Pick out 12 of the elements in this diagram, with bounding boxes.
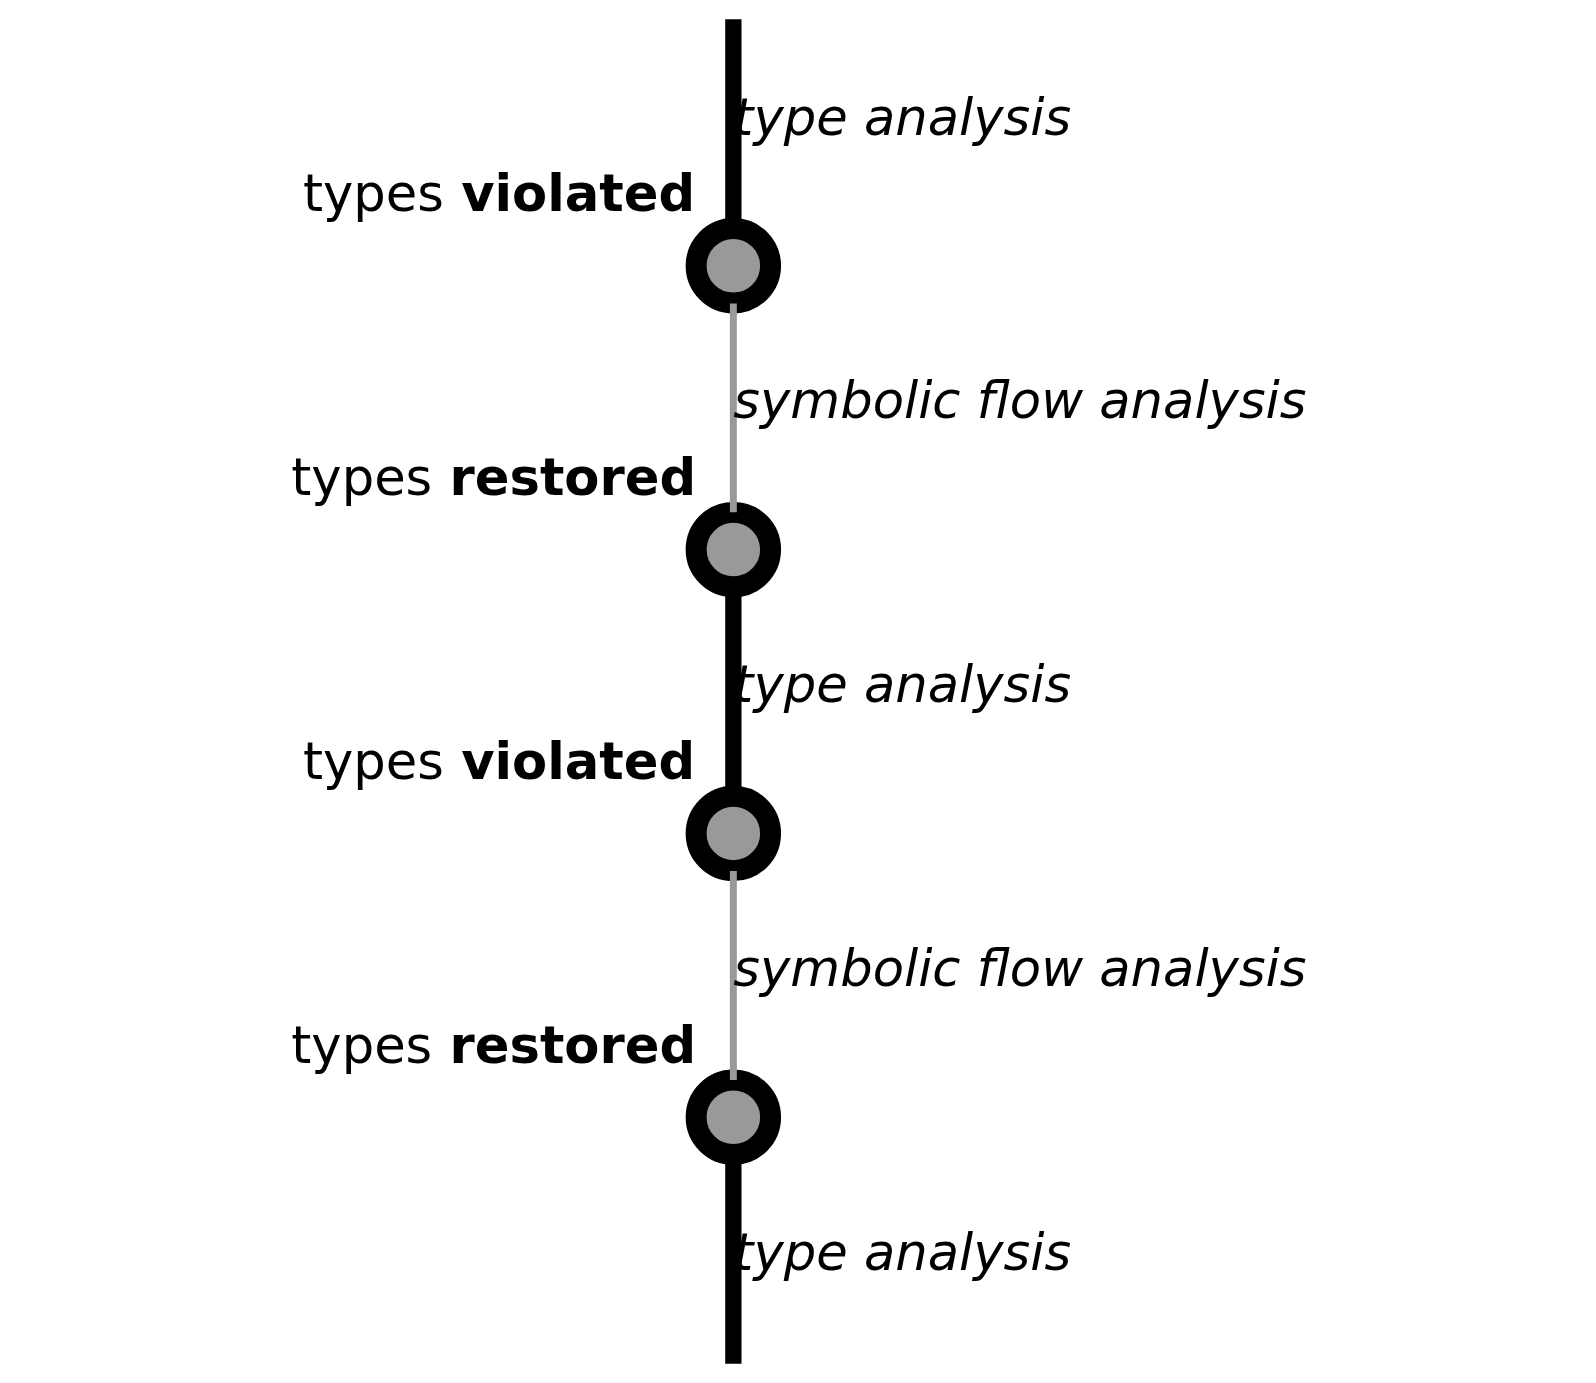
- node-label: types violated: [302, 730, 695, 791]
- connector: [729, 303, 737, 513]
- node-circle: [685, 785, 781, 882]
- connector: [729, 871, 737, 1080]
- edge-label: symbolic flow analysis: [732, 938, 1306, 999]
- node-label: types restored: [290, 447, 696, 508]
- node-circle: [685, 1069, 781, 1165]
- node-circle: [685, 218, 781, 314]
- edge-label: symbolic flow analysis: [732, 370, 1306, 431]
- node-circle: [685, 501, 781, 598]
- node-label: types violated: [302, 163, 695, 224]
- node-label: types restored: [290, 1014, 696, 1075]
